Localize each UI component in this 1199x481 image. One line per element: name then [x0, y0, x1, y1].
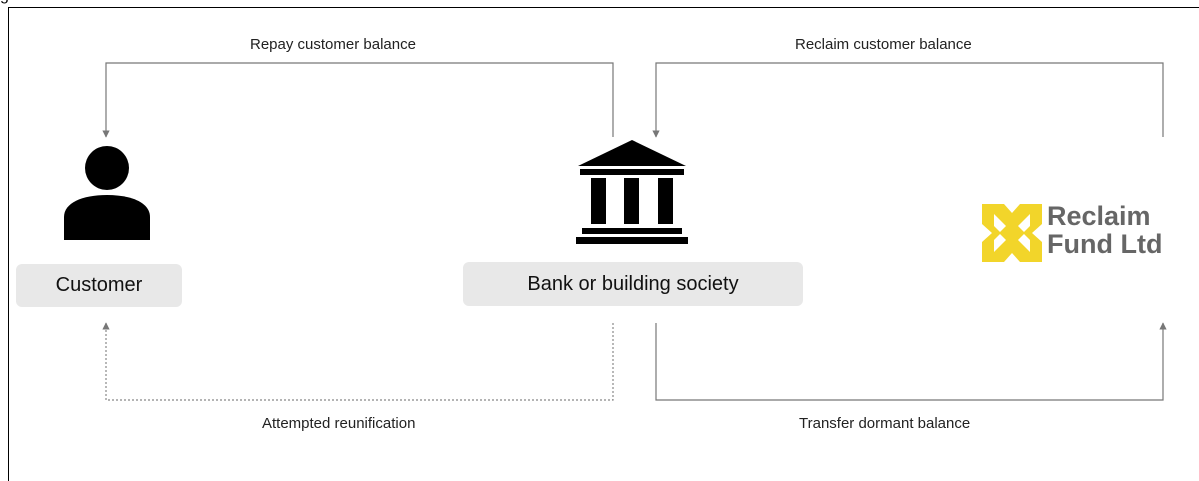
transfer-arrow — [655, 322, 1167, 401]
logo-line-1: Reclaim — [1047, 201, 1151, 231]
reclaim-label: Reclaim customer balance — [795, 36, 972, 53]
repay-label: Repay customer balance — [250, 36, 416, 53]
customer-node: Customer — [16, 264, 182, 307]
logo-line-2: Fund Ltd — [1047, 229, 1163, 259]
reunification-arrow — [102, 322, 614, 401]
bank-building-icon — [576, 140, 688, 244]
clipped-heading-text: g — [0, 0, 9, 5]
repay-arrow — [102, 62, 614, 138]
diagram-frame — [8, 7, 1199, 481]
reclaim-arrow — [652, 62, 1164, 138]
bank-node: Bank or building society — [463, 262, 803, 306]
reclaim-fund-logo-icon — [982, 204, 1042, 262]
reunification-label: Attempted reunification — [262, 415, 416, 432]
reclaim-fund-logo-text: Reclaim Fund Ltd — [1047, 202, 1162, 258]
transfer-label: Transfer dormant balance — [799, 415, 971, 432]
person-icon — [64, 146, 150, 240]
